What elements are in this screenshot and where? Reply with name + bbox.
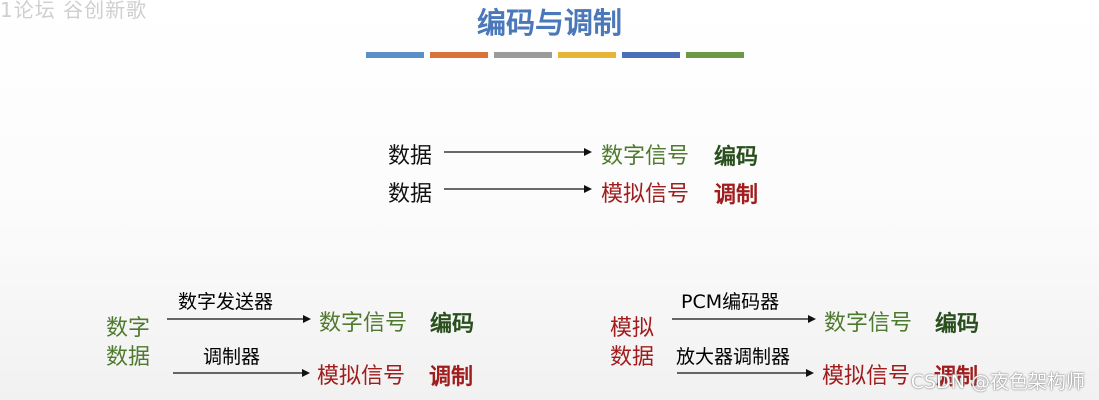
accent-bar — [686, 52, 744, 58]
left-source-line2: 数据 — [106, 345, 151, 370]
left-source-line1: 数字 — [106, 316, 151, 341]
top-row1-source: 数据 — [388, 144, 433, 169]
arrow-icon — [672, 315, 816, 323]
right-arrow1-label: PCM编码器 — [681, 291, 780, 313]
right-target2: 模拟信号 — [822, 364, 911, 389]
right-label2: 调制 — [934, 365, 979, 390]
right-label1: 编码 — [935, 312, 980, 337]
accent-bar — [494, 52, 552, 58]
top-row2-label: 调制 — [714, 183, 759, 208]
left-target2: 模拟信号 — [317, 364, 406, 389]
left-label2: 调制 — [429, 365, 474, 390]
left-target1: 数字信号 — [319, 311, 408, 336]
top-row1-target: 数字信号 — [601, 144, 690, 169]
accent-bar — [430, 52, 488, 58]
accent-bar — [622, 52, 680, 58]
right-target1: 数字信号 — [824, 311, 913, 336]
page-title: 编码与调制 — [476, 6, 622, 40]
right-arrow2-label: 放大器调制器 — [676, 346, 791, 368]
right-source-line1: 模拟 — [610, 316, 655, 341]
accent-bar — [558, 52, 616, 58]
corner-faded-text: 1论坛 谷创新歌 — [0, 0, 148, 22]
arrow-icon — [677, 369, 814, 377]
arrow-icon — [173, 369, 310, 377]
arrow-icon — [444, 148, 592, 156]
watermark: CSDN @夜色架构师 — [910, 371, 1085, 393]
arrow-icon — [444, 185, 592, 193]
accent-bars — [366, 52, 744, 58]
left-label1: 编码 — [430, 312, 475, 337]
left-arrow1-label: 数字发送器 — [178, 291, 274, 313]
top-row2-target: 模拟信号 — [601, 182, 690, 207]
arrow-icon — [167, 315, 311, 323]
accent-bar — [366, 52, 424, 58]
right-source-line2: 数据 — [610, 345, 655, 370]
left-arrow2-label: 调制器 — [203, 346, 261, 368]
top-row1-label: 编码 — [714, 145, 759, 170]
top-row2-source: 数据 — [388, 182, 433, 207]
